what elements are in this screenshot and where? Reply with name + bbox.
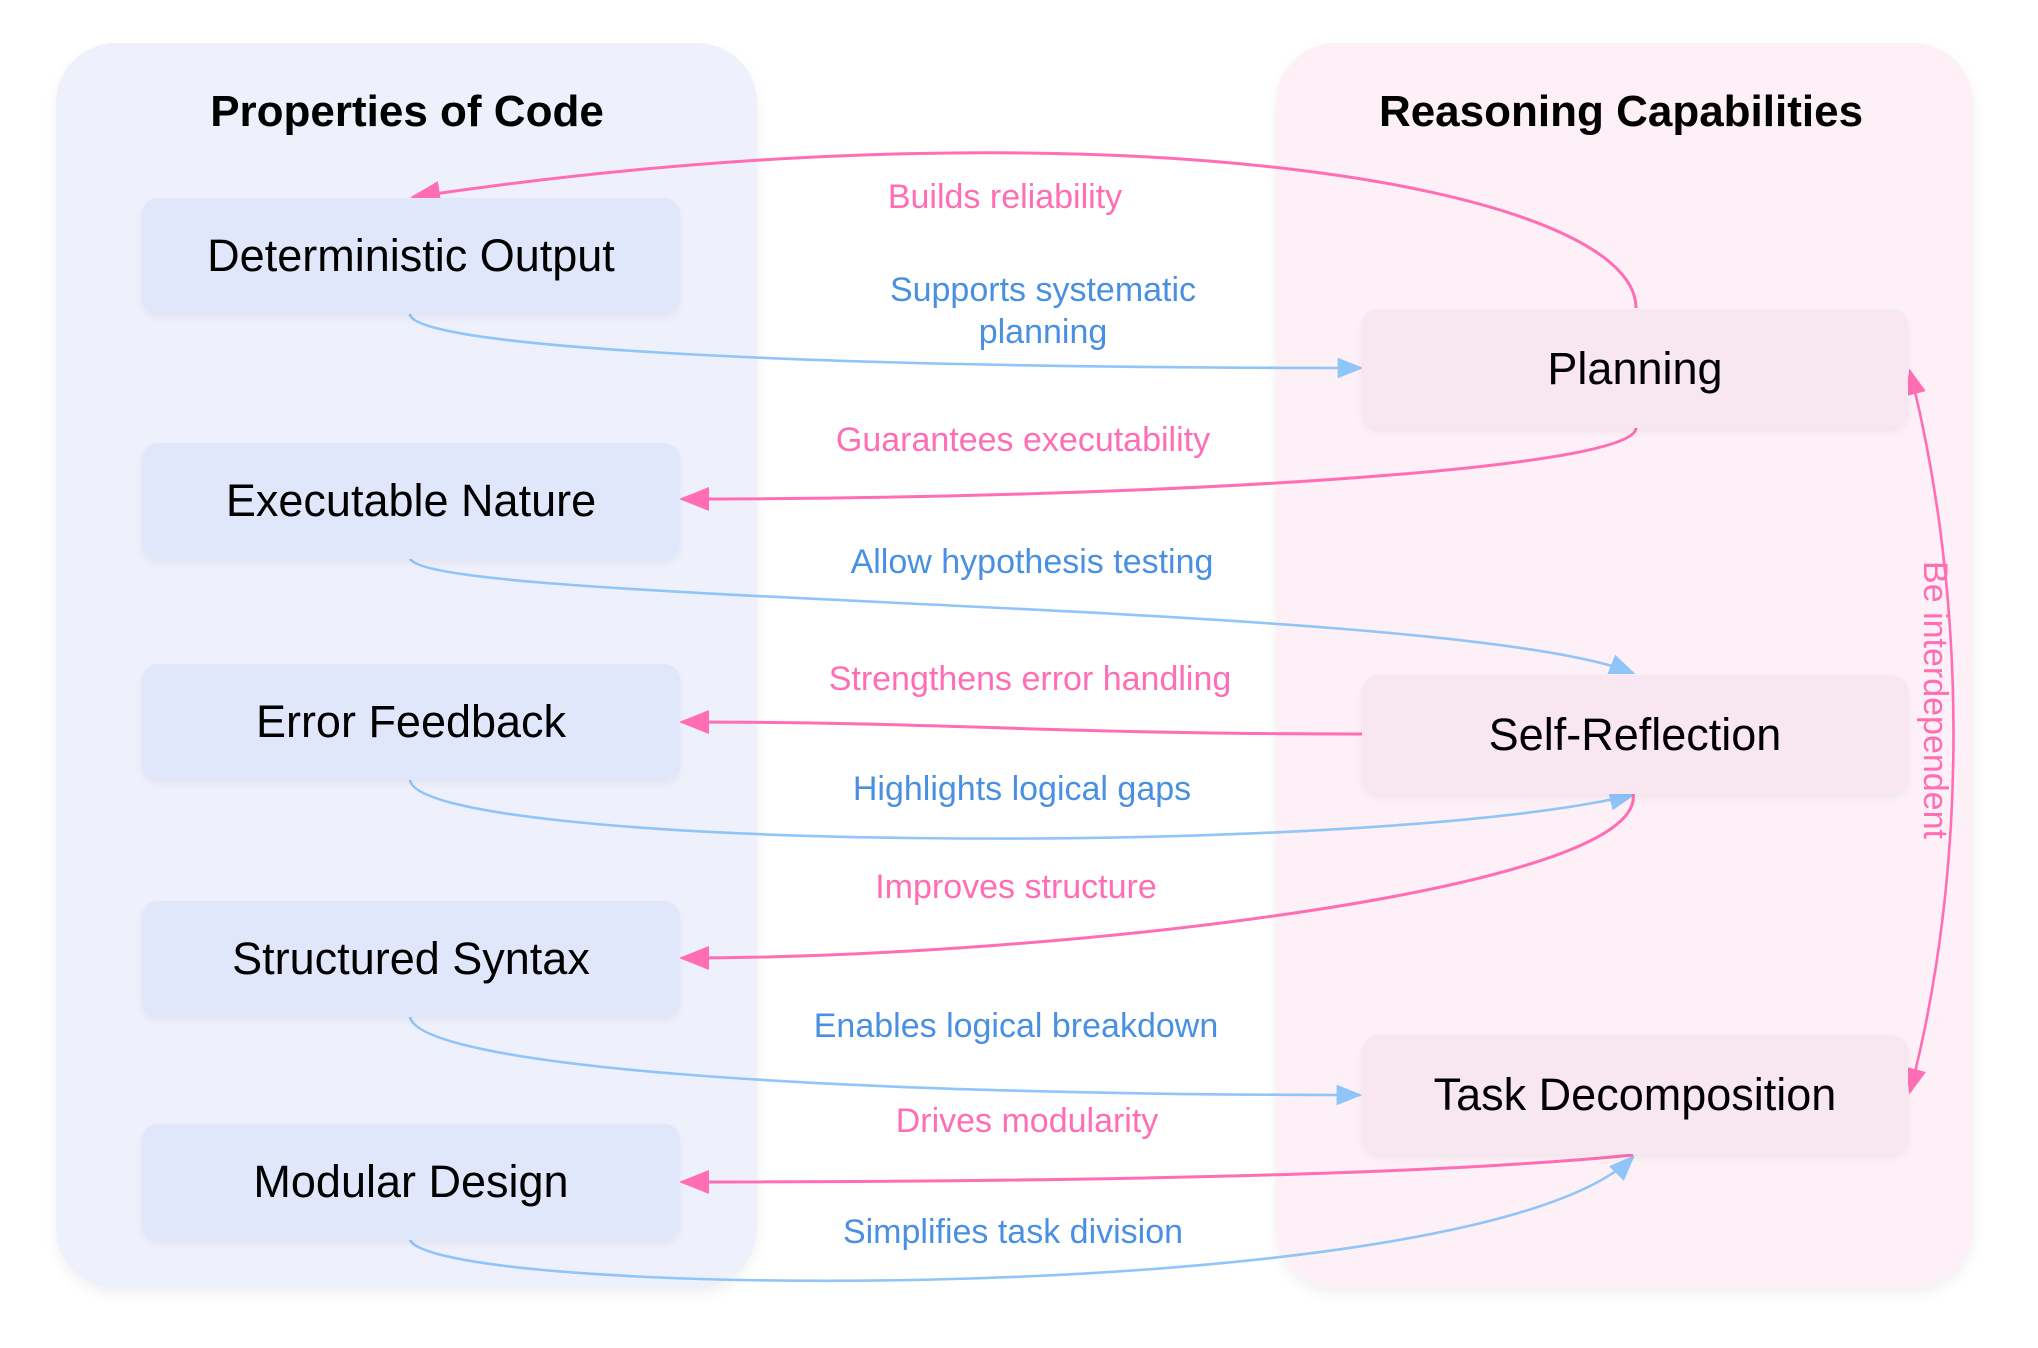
label-simplifies-task-division: Simplifies task division bbox=[843, 1213, 1183, 1251]
edge-allow-hypothesis-testing bbox=[408, 557, 1636, 675]
label-drives-modularity: Drives modularity bbox=[896, 1102, 1159, 1140]
reasoning-capabilities-title: Reasoning Capabilities bbox=[1378, 87, 1864, 136]
node-structured-syntax: Structured Syntax bbox=[142, 901, 680, 1017]
node-executable-nature: Executable Nature bbox=[142, 443, 680, 559]
edge-be-interdependent bbox=[1905, 368, 1955, 1095]
edge-simplifies-task-division bbox=[408, 1155, 1635, 1283]
label-enables-logical-breakdown: Enables logical breakdown bbox=[814, 1007, 1218, 1045]
label-planning-line2: planning bbox=[979, 313, 1108, 351]
edge-highlights-logical-gaps bbox=[408, 779, 1636, 840]
edge-guarantees-executability bbox=[679, 427, 1638, 511]
node-modular-design: Modular Design bbox=[142, 1124, 680, 1240]
label-builds-reliability: Builds reliability bbox=[888, 178, 1122, 216]
edge-improves-structure bbox=[679, 792, 1635, 970]
label-allow-hypothesis-testing: Allow hypothesis testing bbox=[851, 543, 1214, 581]
node-error-feedback: Error Feedback bbox=[142, 664, 680, 780]
edge-drives-modularity bbox=[679, 1153, 1634, 1194]
label-guarantees-executability: Guarantees executability bbox=[836, 421, 1210, 459]
properties-of-code-title: Properties of Code bbox=[210, 87, 604, 136]
label-be-interdependent: Be interdependent bbox=[1916, 561, 1954, 839]
node-task-decomposition: Task Decomposition bbox=[1362, 1035, 1908, 1154]
edge-strengthens-error-handling bbox=[679, 710, 1363, 736]
label-highlights-logical-gaps: Highlights logical gaps bbox=[853, 770, 1191, 808]
label-improves-structure: Improves structure bbox=[875, 868, 1157, 906]
node-deterministic-output: Deterministic Output bbox=[142, 198, 680, 314]
edge-builds-reliability bbox=[410, 151, 1638, 309]
label-strengthens-error-handling: Strengthens error handling bbox=[829, 660, 1232, 698]
node-self-reflection: Self-Reflection bbox=[1362, 675, 1908, 794]
edge-supports-systematic-planning bbox=[408, 313, 1364, 379]
label-supports-systematic: Supports systematic bbox=[890, 271, 1196, 309]
edge-enables-logical-breakdown bbox=[408, 1016, 1363, 1106]
node-planning: Planning bbox=[1362, 309, 1908, 428]
